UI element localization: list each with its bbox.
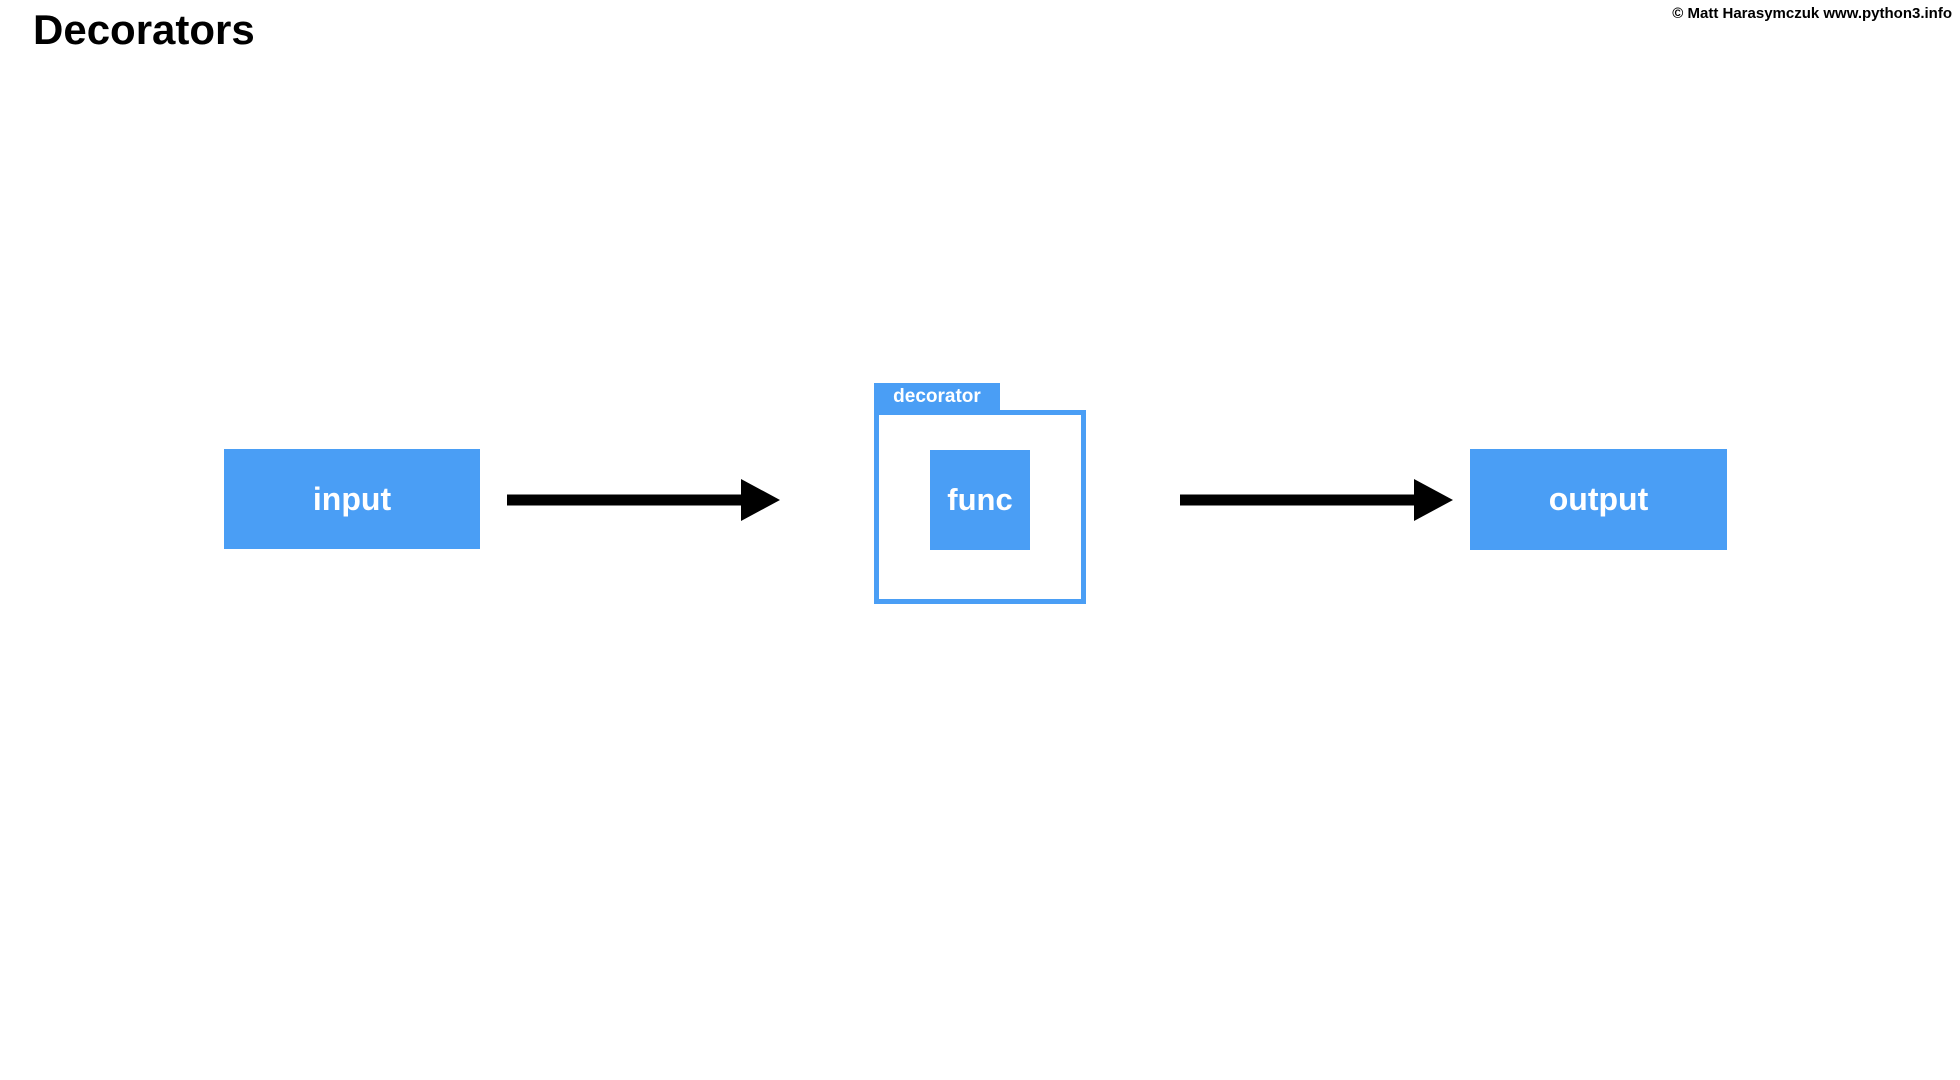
output-node-label: output: [1548, 481, 1649, 517]
arrow-right-icon: [1180, 478, 1454, 522]
page-title: Decorators: [33, 6, 255, 53]
input-node-label: input: [312, 480, 392, 517]
func-node-label: func: [947, 482, 1013, 517]
decorator-tab: decorator: [874, 383, 1000, 410]
arrow-right-icon: [507, 478, 781, 522]
input-node: input: [224, 449, 480, 549]
output-node: output: [1470, 449, 1727, 550]
decorator-container: [874, 410, 1086, 604]
decorator-tab-label: decorator: [893, 385, 981, 407]
copyright-text: © Matt Harasymczuk www.python3.info: [1672, 5, 1952, 22]
func-node: func: [930, 450, 1030, 550]
